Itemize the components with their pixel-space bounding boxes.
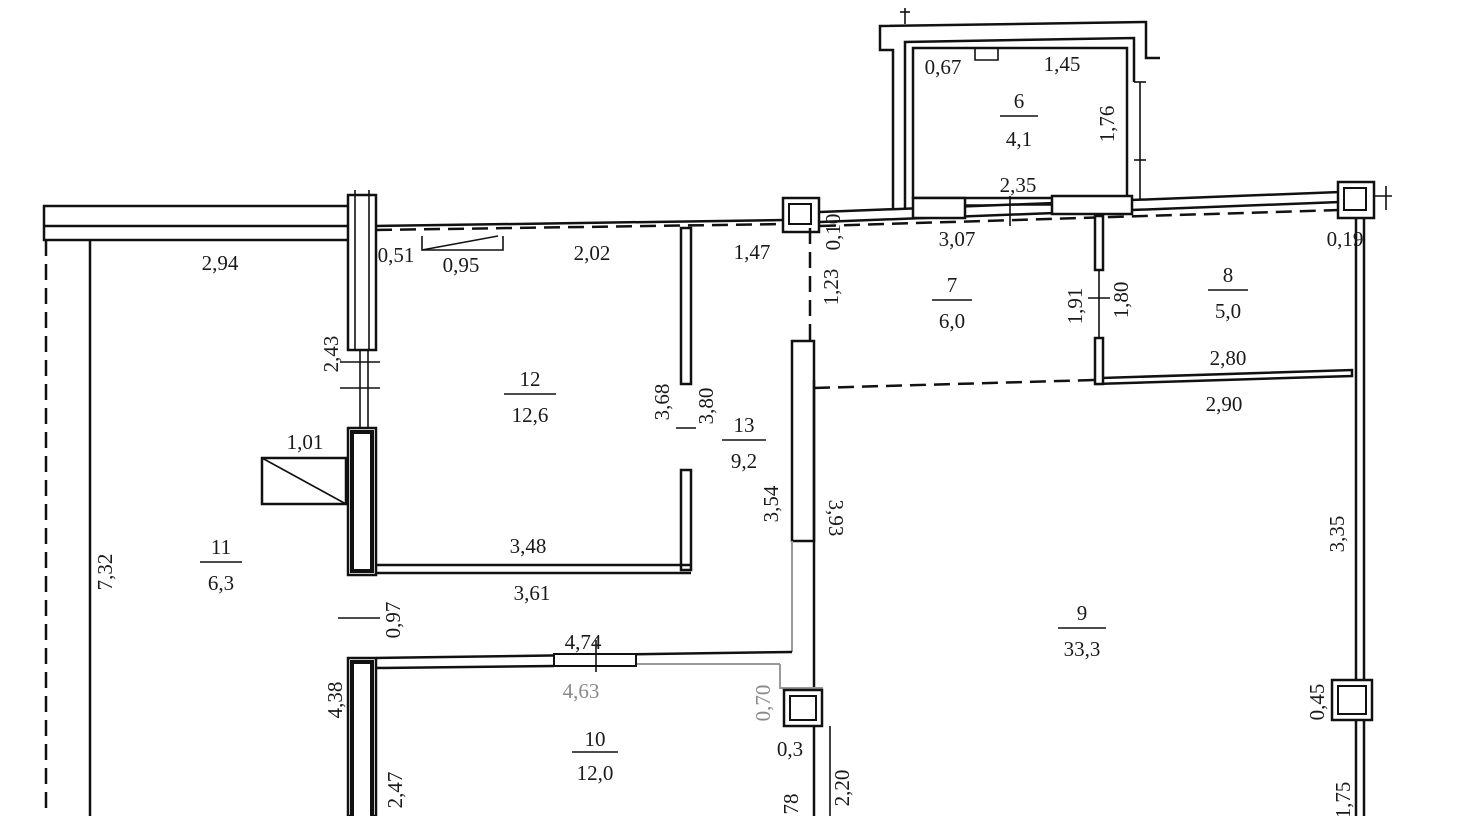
dimension-label: 1,76 (1095, 106, 1119, 143)
dimension-label: 3,93 (824, 500, 848, 537)
room-area: 4,1 (1006, 127, 1032, 151)
dimension-labels: 0,67 1,45 1,76 2,35 0,10 3,07 0,19 2,94 … (93, 52, 1363, 816)
room-area: 6,3 (208, 571, 234, 595)
dimension-label: 3,35 (1325, 516, 1349, 553)
dimension-label: 3,07 (939, 227, 976, 251)
room-number: 13 (734, 413, 755, 437)
room-12-label: 12 12,6 (504, 367, 556, 427)
wall-12-13-lower (679, 468, 693, 572)
dimension-label: 2,94 (202, 251, 239, 275)
dimension-label: 0,70 (751, 685, 775, 722)
room-9-label: 9 33,3 (1058, 601, 1106, 661)
dimension-label: 2,80 (1210, 346, 1247, 370)
partition-wall-upper (346, 193, 378, 352)
dimension-label: 3,80 (694, 388, 718, 425)
dimension-label: 2,20 (830, 770, 854, 807)
dimension-label: 0,97 (381, 602, 405, 639)
room-number: 11 (211, 535, 231, 559)
room-number: 7 (947, 273, 958, 297)
dimension-label: 1,23 (819, 269, 843, 306)
room-8-label: 8 5,0 (1208, 263, 1248, 323)
dimension-label: 4,63 (563, 679, 600, 703)
dimension-label: 1,45 (1044, 52, 1081, 76)
room-number: 6 (1014, 89, 1025, 113)
room-area: 6,0 (939, 309, 965, 333)
dimension-label: 0,67 (925, 55, 962, 79)
dimension-label: 2,47 (383, 772, 407, 809)
room-area: 33,3 (1064, 637, 1101, 661)
dimension-label: 2,35 (1000, 173, 1037, 197)
room-area: 12,0 (577, 761, 614, 785)
wall-12-13-upper (679, 226, 693, 386)
dimension-label: 4,38 (323, 682, 347, 719)
dimension-label: 1,91 (1063, 288, 1087, 325)
room-6-label: 6 4,1 (1000, 89, 1038, 151)
dimension-label: 0,45 (1305, 684, 1329, 721)
dimension-label: 0,10 (821, 214, 845, 251)
dimension-label: 0,95 (443, 253, 480, 277)
room-number: 10 (585, 727, 606, 751)
room-number: 12 (520, 367, 541, 391)
dimension-label: 78 (779, 794, 803, 815)
dimension-label: 0,51 (378, 243, 415, 267)
room-area: 9,2 (731, 449, 757, 473)
room-labels: 6 4,1 7 6,0 8 5,0 9 33,3 10 12,0 11 6,3 (200, 89, 1248, 785)
dimension-label: 3,54 (759, 485, 783, 522)
room-11-label: 11 6,3 (200, 535, 242, 595)
dimension-label: 2,90 (1206, 392, 1243, 416)
wall-13-9 (790, 339, 816, 543)
dimension-label: 2,02 (574, 241, 611, 265)
room-area: 5,0 (1215, 299, 1241, 323)
dimension-label: 4,74 (565, 630, 602, 654)
dimension-label: 3,68 (650, 384, 674, 421)
dimension-label: 1,47 (734, 240, 771, 264)
walls (42, 8, 1392, 816)
dimension-label: 3,61 (514, 581, 551, 605)
dimension-label: 1,75 (1331, 782, 1355, 816)
room-6-outline (911, 46, 1129, 200)
room-number: 9 (1077, 601, 1088, 625)
dimension-label: 1,80 (1109, 282, 1133, 319)
dimension-label: 0,3 (777, 737, 803, 761)
dimension-label: 7,32 (93, 554, 117, 591)
room-10-label: 10 12,0 (572, 727, 618, 785)
room-number: 8 (1223, 263, 1234, 287)
dimension-label: 1,01 (287, 430, 324, 454)
dimension-label: 2,43 (319, 336, 343, 373)
dimension-label: 3,48 (510, 534, 547, 558)
top-left-exterior-wall (42, 204, 352, 242)
room-area: 12,6 (512, 403, 549, 427)
dimension-label: 0,19 (1327, 227, 1364, 251)
room-13-label: 13 9,2 (722, 413, 766, 473)
room-7-label: 7 6,0 (932, 273, 972, 333)
